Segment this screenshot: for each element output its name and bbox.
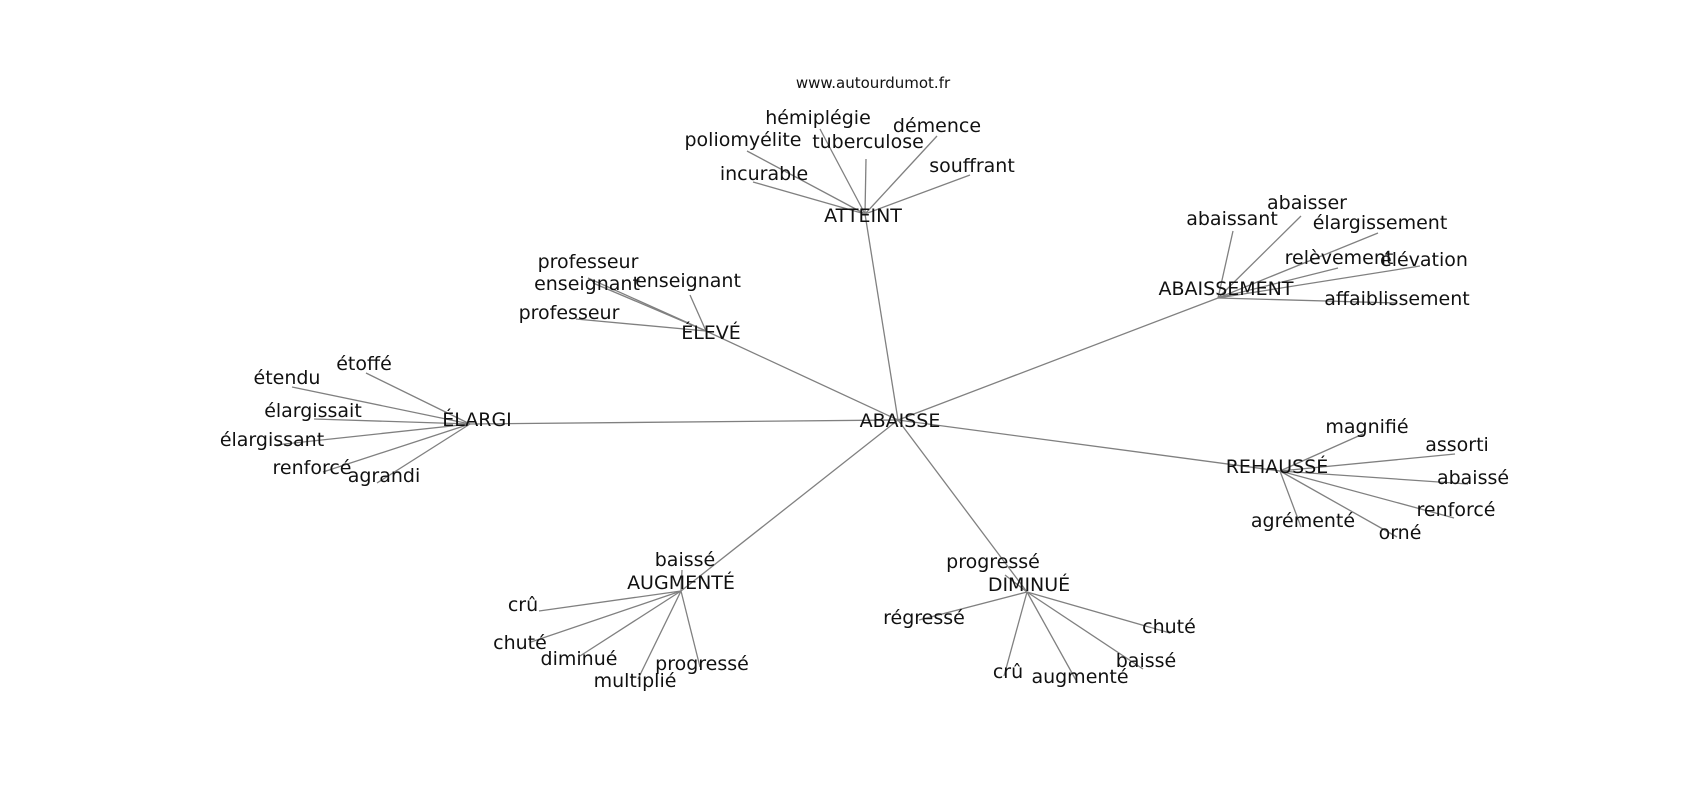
- leaf-node-label[interactable]: élargissement: [1313, 212, 1448, 234]
- hub-node-label[interactable]: DIMINUÉ: [988, 573, 1070, 596]
- leaf-node-label[interactable]: progressé: [655, 653, 749, 675]
- leaf-node-label[interactable]: abaissant: [1186, 208, 1278, 230]
- hub-to-leaf-edge: [1217, 297, 1398, 304]
- leaf-node-label[interactable]: régressé: [883, 607, 965, 629]
- hub-to-leaf-edge: [1004, 574, 1028, 593]
- leaf-node-label[interactable]: magnifié: [1325, 416, 1408, 438]
- leaf-node-label[interactable]: incurable: [720, 163, 808, 185]
- leaf-node-label[interactable]: agrémenté: [1251, 510, 1355, 532]
- hub-to-leaf-edge: [530, 590, 682, 643]
- leaf-node-label[interactable]: étendu: [254, 367, 321, 389]
- leaf-node-label[interactable]: augmenté: [1031, 666, 1128, 688]
- leaf-node-label[interactable]: élargissait: [264, 400, 362, 422]
- leaf-node-label[interactable]: progressé: [946, 551, 1040, 573]
- hub-to-leaf-edge: [864, 135, 938, 215]
- hub-to-leaf-edge: [918, 591, 1028, 621]
- hub-to-leaf-edge: [1279, 453, 1456, 472]
- hub-to-leaf-edge: [752, 181, 866, 215]
- center-to-hub-edge: [897, 297, 1219, 421]
- leaf-node-label[interactable]: multiplié: [594, 670, 677, 692]
- leaf-node-label[interactable]: poliomyélite: [684, 129, 801, 151]
- center-to-hub-edge: [705, 330, 899, 421]
- leaf-node-label[interactable]: baissé: [655, 549, 715, 571]
- hub-node-label[interactable]: ATTEINT: [824, 205, 902, 227]
- hub-to-leaf-edge: [1279, 470, 1469, 485]
- hub-node-label[interactable]: ABAISSEMENT: [1159, 278, 1294, 300]
- leaf-node-label[interactable]: élargissant: [220, 429, 324, 451]
- leaf-node-label[interactable]: chuté: [1142, 616, 1196, 638]
- hub-node-label[interactable]: REHAUSSÉ: [1226, 455, 1329, 478]
- hub-to-leaf-edge: [1279, 470, 1398, 538]
- leaf-node-label[interactable]: abaissé: [1437, 467, 1509, 489]
- leaf-node-label[interactable]: diminué: [541, 648, 618, 670]
- leaf-node-label[interactable]: enseignant: [534, 273, 640, 295]
- center-to-hub-edge: [680, 419, 899, 592]
- hub-to-leaf-edge: [746, 150, 866, 215]
- leaf-node-label[interactable]: assorti: [1425, 434, 1489, 456]
- center-to-hub-edge: [897, 419, 1028, 593]
- hub-to-leaf-edge: [1279, 470, 1302, 528]
- leaf-node-label[interactable]: orné: [1379, 522, 1422, 544]
- hub-node-label[interactable]: ÉLARGI: [442, 408, 512, 431]
- center-to-hub-edge: [864, 213, 899, 421]
- leaf-node-label[interactable]: professeur: [519, 302, 620, 324]
- hub-to-leaf-edge: [1217, 232, 1379, 299]
- leaf-node-label[interactable]: baissé: [1116, 650, 1176, 672]
- hub-to-leaf-edge: [680, 569, 683, 592]
- hub-to-leaf-edge: [1026, 591, 1171, 634]
- hub-to-leaf-edge: [1217, 230, 1234, 299]
- hub-to-leaf-edge: [291, 386, 471, 425]
- hub-to-leaf-edge: [376, 423, 471, 484]
- leaf-node-label[interactable]: hémiplégie: [765, 107, 871, 129]
- hub-to-leaf-edge: [1279, 470, 1455, 519]
- site-watermark: www.autourdumot.fr: [796, 74, 951, 92]
- hub-node-label[interactable]: AUGMENTÉ: [627, 571, 735, 594]
- leaf-node-label[interactable]: élévation: [1380, 249, 1468, 271]
- hub-to-leaf-edge: [1026, 591, 1078, 683]
- hub-to-leaf-edge: [864, 174, 971, 215]
- leaf-node-label[interactable]: abaisser: [1267, 192, 1347, 214]
- hub-to-leaf-edge: [575, 318, 707, 332]
- leaf-node-label[interactable]: enseignant: [635, 270, 741, 292]
- center-to-hub-edge: [469, 419, 899, 425]
- center-to-hub-edge: [897, 419, 1281, 472]
- leaf-node-label[interactable]: affaiblissement: [1324, 288, 1469, 310]
- hub-node-label[interactable]: ÉLEVÉ: [681, 321, 741, 344]
- hub-to-leaf-edge: [365, 372, 471, 425]
- hub-to-leaf-edge: [1217, 265, 1421, 299]
- leaf-node-label[interactable]: démence: [893, 115, 981, 137]
- leaf-node-label[interactable]: agrandi: [348, 465, 421, 487]
- leaf-node-label[interactable]: chuté: [493, 632, 547, 654]
- hub-to-leaf-edge: [592, 282, 707, 332]
- hub-to-leaf-edge: [1217, 267, 1339, 299]
- leaf-node-label[interactable]: relèvement: [1285, 247, 1394, 269]
- leaf-node-label[interactable]: crû: [508, 594, 538, 616]
- leaf-node-label[interactable]: tuberculose: [812, 131, 924, 153]
- center-node-label[interactable]: ABAISSE: [860, 410, 941, 432]
- hub-to-leaf-edge: [680, 590, 701, 668]
- hub-to-leaf-edge: [864, 158, 867, 215]
- leaf-node-label[interactable]: renforcé: [1417, 499, 1496, 521]
- hub-to-leaf-edge: [579, 590, 682, 657]
- graph-labels: www.autourdumot.fr ABAISSE ATTEINT hémiplé…: [220, 74, 1509, 692]
- leaf-node-label[interactable]: souffrant: [929, 155, 1015, 177]
- hub-to-leaf-edge: [689, 294, 707, 332]
- hub-to-leaf-edge: [313, 418, 471, 425]
- hub-to-leaf-edge: [274, 423, 471, 446]
- hub-to-leaf-edge: [1217, 215, 1302, 299]
- hub-to-leaf-edge: [538, 590, 682, 612]
- hub-to-leaf-edge: [1279, 433, 1364, 472]
- leaf-node-label[interactable]: crû: [993, 661, 1023, 683]
- hub-to-leaf-edge: [637, 590, 682, 680]
- leaf-node-label[interactable]: professeur: [538, 251, 639, 273]
- hub-to-leaf-edge: [1026, 591, 1144, 670]
- hub-to-leaf-edge: [1003, 591, 1028, 677]
- hub-to-leaf-edge: [819, 128, 866, 215]
- graph-edges: [274, 128, 1469, 683]
- leaf-node-label[interactable]: étoffé: [336, 353, 392, 375]
- leaf-node-label[interactable]: renforcé: [273, 457, 352, 479]
- hub-to-leaf-edge: [322, 423, 471, 473]
